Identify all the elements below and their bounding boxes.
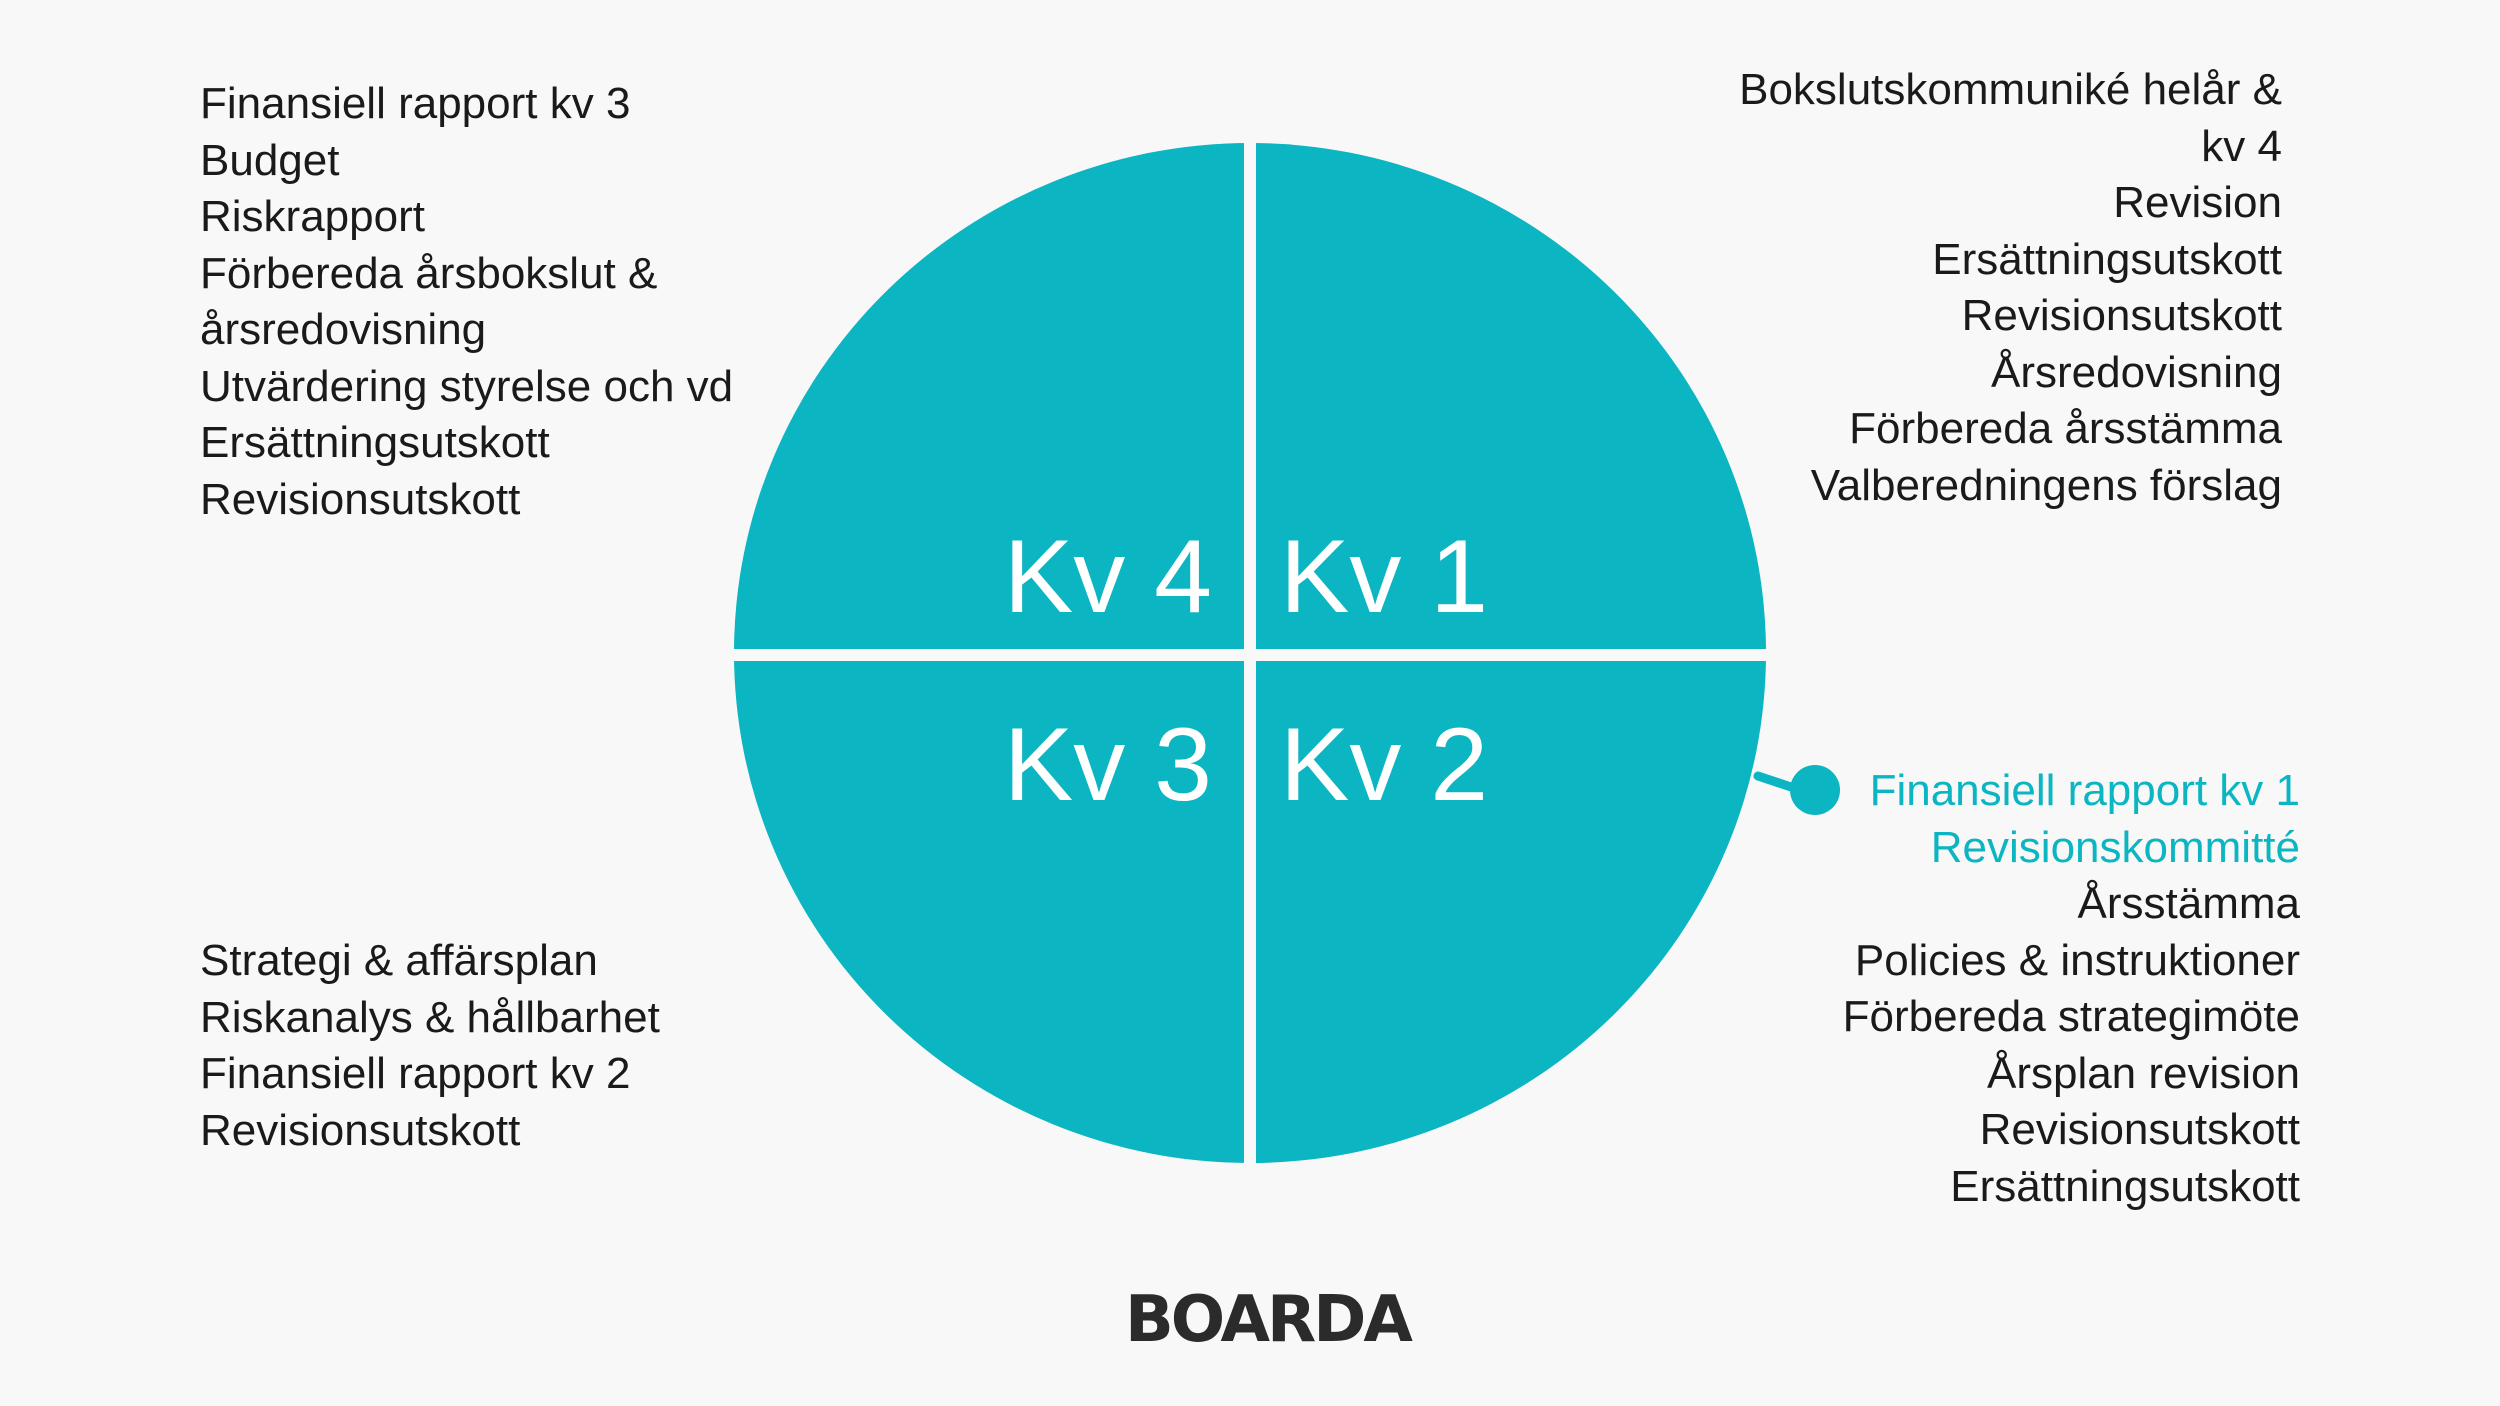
list-item: Finansiell rapport kv 2 — [200, 1049, 631, 1098]
list-item: Förbereda strategimöte — [1842, 992, 2300, 1041]
list-item: Ersättningsutskott — [1932, 234, 2282, 284]
list-item: Revisionsutskott — [200, 474, 521, 524]
kv1-task-list: Bokslutskommuniké helår & kv 4 Revision … — [1739, 62, 2282, 514]
callout-dot — [1790, 765, 1840, 815]
list-item: årsredovisning — [200, 305, 487, 354]
list-item: Revision — [2113, 178, 2282, 227]
kv4-task-list: Finansiell rapport kv 3 Budget Riskrappo… — [200, 76, 733, 528]
list-item: Riskrapport — [200, 192, 425, 241]
list-item: Revisionsutskott — [1961, 291, 2282, 340]
list-item-highlighted: Finansiell rapport kv 1 — [1869, 766, 2300, 815]
list-item: Förbereda årsbokslut & — [200, 248, 658, 298]
list-item: Revisionsutskott — [200, 1105, 521, 1155]
list-item: Årsplan revision — [1986, 1048, 2300, 1098]
list-item-highlighted: Revisionskommitté — [1930, 822, 2300, 872]
list-item: Valberedningens förslag — [1810, 460, 2282, 510]
list-item: Ersättningsutskott — [200, 418, 550, 467]
list-item: Budget — [200, 135, 340, 185]
list-item: Revisionsutskott — [1979, 1105, 2300, 1154]
list-item: Förbereda årsstämma — [1849, 404, 2282, 453]
list-item: Policies & instruktioner — [1854, 935, 2300, 985]
list-item: Riskanalys & hållbarhet — [200, 992, 660, 1042]
list-item: Årsstämma — [2077, 879, 2300, 928]
list-item: Finansiell rapport kv 3 — [200, 79, 631, 128]
list-item: Bokslutskommuniké helår & — [1739, 65, 2282, 114]
kv3-task-list: Strategi & affärsplan Riskanalys & hållb… — [200, 933, 660, 1159]
quadrant-label-kv4: Kv 4 — [1004, 519, 1212, 635]
quadrant-label-kv3: Kv 3 — [1004, 707, 1212, 823]
brand-logo: BOARDA — [1125, 1283, 1413, 1357]
quadrant-label-kv1: Kv 1 — [1280, 519, 1488, 635]
list-item: Utvärdering styrelse och vd — [200, 361, 734, 411]
list-item: Ersättningsutskott — [1950, 1161, 2300, 1211]
list-item: Årsredovisning — [1990, 347, 2282, 397]
kv2-task-list: Finansiell rapport kv 1 Revisionskommitt… — [1843, 763, 2300, 1215]
list-item: kv 4 — [2201, 121, 2282, 171]
quadrant-label-kv2: Kv 2 — [1280, 707, 1488, 823]
list-item: Strategi & affärsplan — [200, 936, 598, 985]
